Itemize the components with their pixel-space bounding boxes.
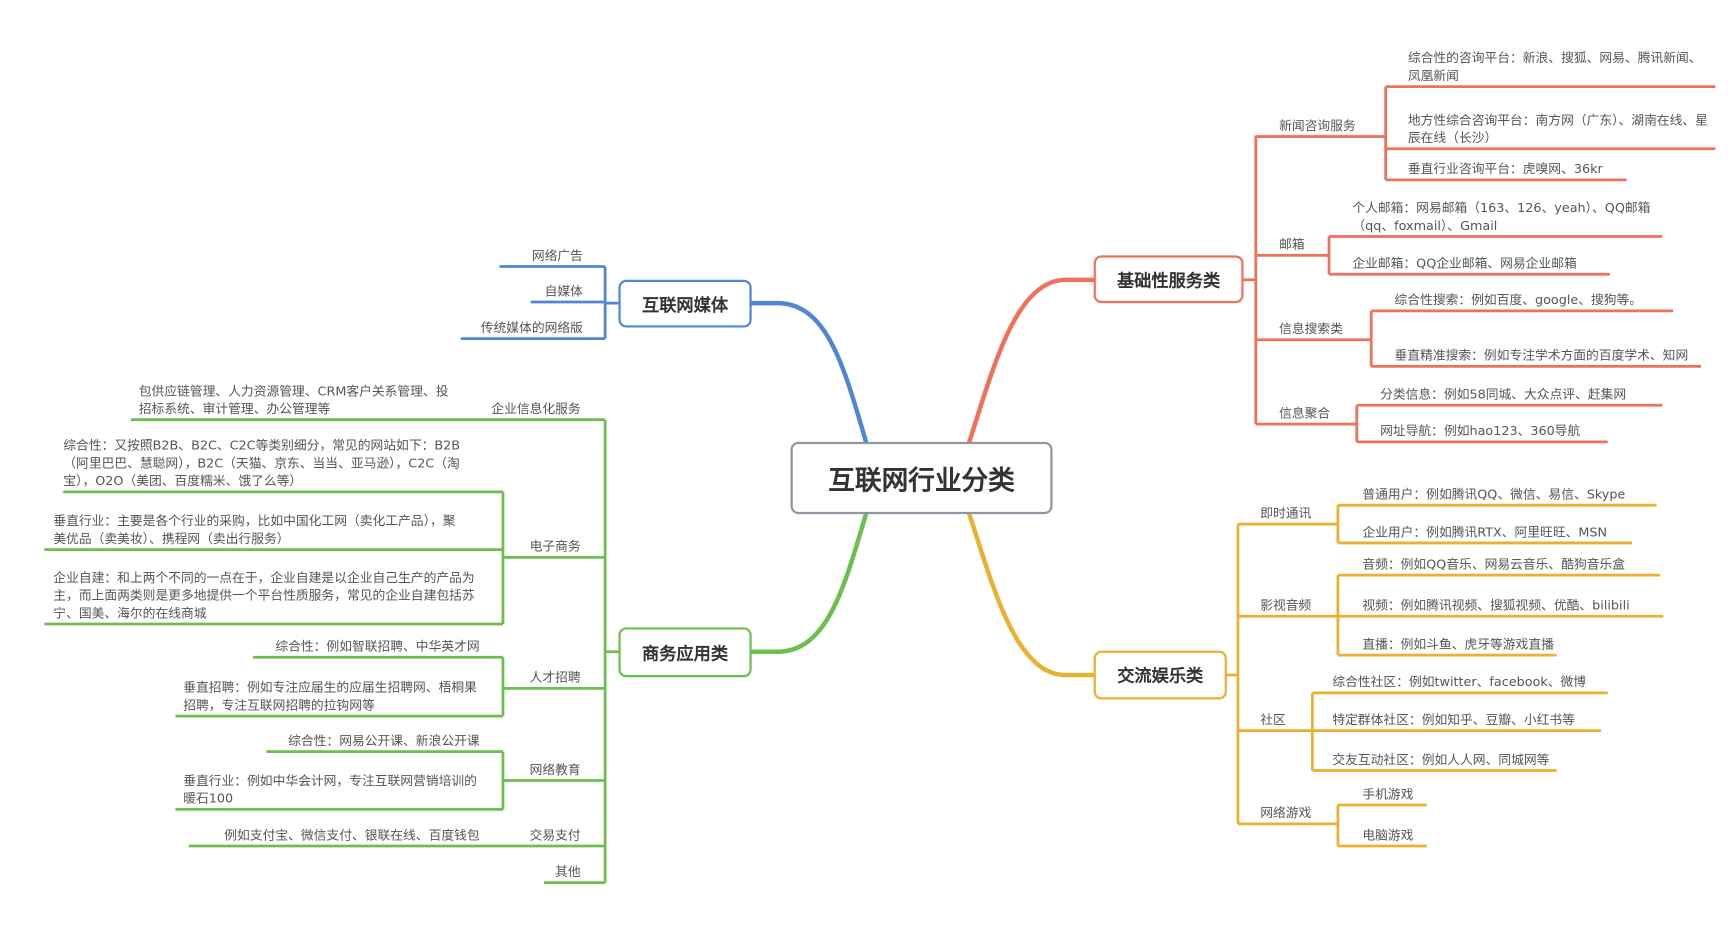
topic-label[interactable]: 综合性：网易公开课、新浪公开课 (288, 732, 480, 749)
topic-label[interactable]: 电脑游戏 (1362, 827, 1414, 843)
subtopic-label[interactable]: 信息搜索类 (1279, 320, 1343, 337)
topic-label[interactable]: 垂直行业：例如中华会计网，专注互联网营销培训的暖石100 (183, 772, 477, 807)
topic-label[interactable]: 地方性综合咨询平台：南方网（广东）、湖南在线、星辰在线（长沙） (1407, 112, 1708, 146)
topic-label[interactable]: 综合性：又按照B2B、B2C、C2C等类别细分，常见的网站如下：B2B（阿里巴巴… (63, 437, 461, 489)
subtopic-label[interactable]: 网络教育 (529, 761, 581, 778)
subtopic-label[interactable]: 人才招聘 (529, 669, 581, 686)
topic-label[interactable]: 交友互动社区：例如人人网、同城网等 (1332, 751, 1550, 768)
subtopic-label[interactable]: 影视音频 (1260, 597, 1312, 613)
subtopic-label[interactable]: 邮箱 (1279, 236, 1305, 253)
topic-label[interactable]: 直播：例如斗鱼、虎牙等游戏直播 (1362, 636, 1554, 652)
topic-label[interactable]: 垂直精准搜索：例如专注学术方面的百度学术、知网 (1394, 347, 1689, 364)
topic-label[interactable]: 企业用户：例如腾讯RTX、阿里旺旺、MSN (1362, 524, 1608, 540)
subtopic-label[interactable]: 交易支付 (529, 827, 581, 843)
subtopic-label[interactable]: 网络游戏 (1260, 804, 1312, 821)
topic-label[interactable]: 综合性：例如智联招聘、中华英才网 (275, 638, 480, 654)
topic-label[interactable]: 个人邮箱：网易邮箱（163、126、yeah）、QQ邮箱（qq、foxmail）… (1352, 199, 1651, 234)
topic-label[interactable]: 分类信息：例如58同城、大众点评、赶集网 (1380, 386, 1627, 402)
subtopic-label[interactable]: 信息聚合 (1279, 405, 1331, 421)
node-internet-media[interactable]: 互联网媒体 (618, 279, 752, 328)
subtopic-label[interactable]: 新闻咨询服务 (1279, 117, 1356, 134)
topic-label[interactable]: 手机游戏 (1362, 786, 1414, 802)
topic-label[interactable]: 综合性的咨询平台：新浪、搜狐、网易、腾讯新闻、凤凰新闻 (1407, 49, 1702, 84)
topic-label[interactable]: 包供应链管理、人力资源管理、CRM客户关系管理、投招标系统、审计管理、办公管理等 (138, 383, 449, 417)
topic-label[interactable]: 垂直招聘：例如专注应届生的应届生招聘网、梧桐果招聘，专注互联网招聘的拉钩网等 (183, 679, 477, 713)
subtopic-label[interactable]: 电子商务 (529, 538, 581, 555)
topic-label[interactable]: 音频：例如QQ音乐、网易云音乐、酷狗音乐盒 (1362, 556, 1626, 572)
subtopic-label[interactable]: 社区 (1260, 711, 1286, 728)
node-business-apps[interactable]: 商务应用类 (618, 627, 752, 678)
topic-label[interactable]: 垂直行业：主要是各个行业的采购，比如中国化工网（卖化工产品），聚美优品（卖美妆）… (53, 512, 456, 547)
topic-label[interactable]: 传统媒体的网络版 (480, 319, 583, 336)
topic-label[interactable]: 特定群体社区：例如知乎、豆瓣、小红书等 (1332, 711, 1575, 728)
topic-label[interactable]: 垂直行业咨询平台：虎嗅网、36kr (1407, 160, 1603, 177)
topic-label[interactable]: 视频：例如腾讯视频、搜狐视频、优酷、bilibili (1362, 597, 1630, 613)
topic-label[interactable]: 综合性搜索：例如百度、google、搜狗等。 (1394, 292, 1643, 308)
topic-label[interactable]: 例如支付宝、微信支付、银联在线、百度钱包 (224, 827, 480, 843)
node-basic-services[interactable]: 基础性服务类 (1093, 255, 1244, 304)
topic-label[interactable]: 网络广告 (531, 247, 583, 264)
topic-label[interactable]: 普通用户：例如腾讯QQ、微信、易信、Skype (1362, 486, 1626, 502)
curve-business (749, 511, 869, 654)
subtopic-label[interactable]: 其他 (555, 863, 581, 880)
curve-media (749, 300, 869, 445)
topic-label[interactable]: 自媒体 (544, 283, 583, 299)
topic-label[interactable]: 综合性社区：例如twitter、facebook、微博 (1332, 673, 1587, 690)
subtopic-label[interactable]: 即时通讯 (1260, 505, 1312, 521)
curve-social (967, 511, 1096, 678)
topic-label[interactable]: 企业自建：和上两个不同的一点在于，企业自建是以企业自己生产的产品为主，而上面两类… (53, 569, 475, 621)
root-node[interactable]: 互联网行业分类 (790, 441, 1053, 515)
curve-basic (967, 277, 1096, 445)
topic-label[interactable]: 网址导航：例如hao123、360导航 (1380, 423, 1581, 439)
topic-label[interactable]: 企业邮箱：QQ企业邮箱、网易企业邮箱 (1352, 255, 1577, 271)
subtopic-label[interactable]: 企业信息化服务 (491, 400, 581, 417)
node-social-entertainment[interactable]: 交流娱乐类 (1093, 650, 1227, 700)
